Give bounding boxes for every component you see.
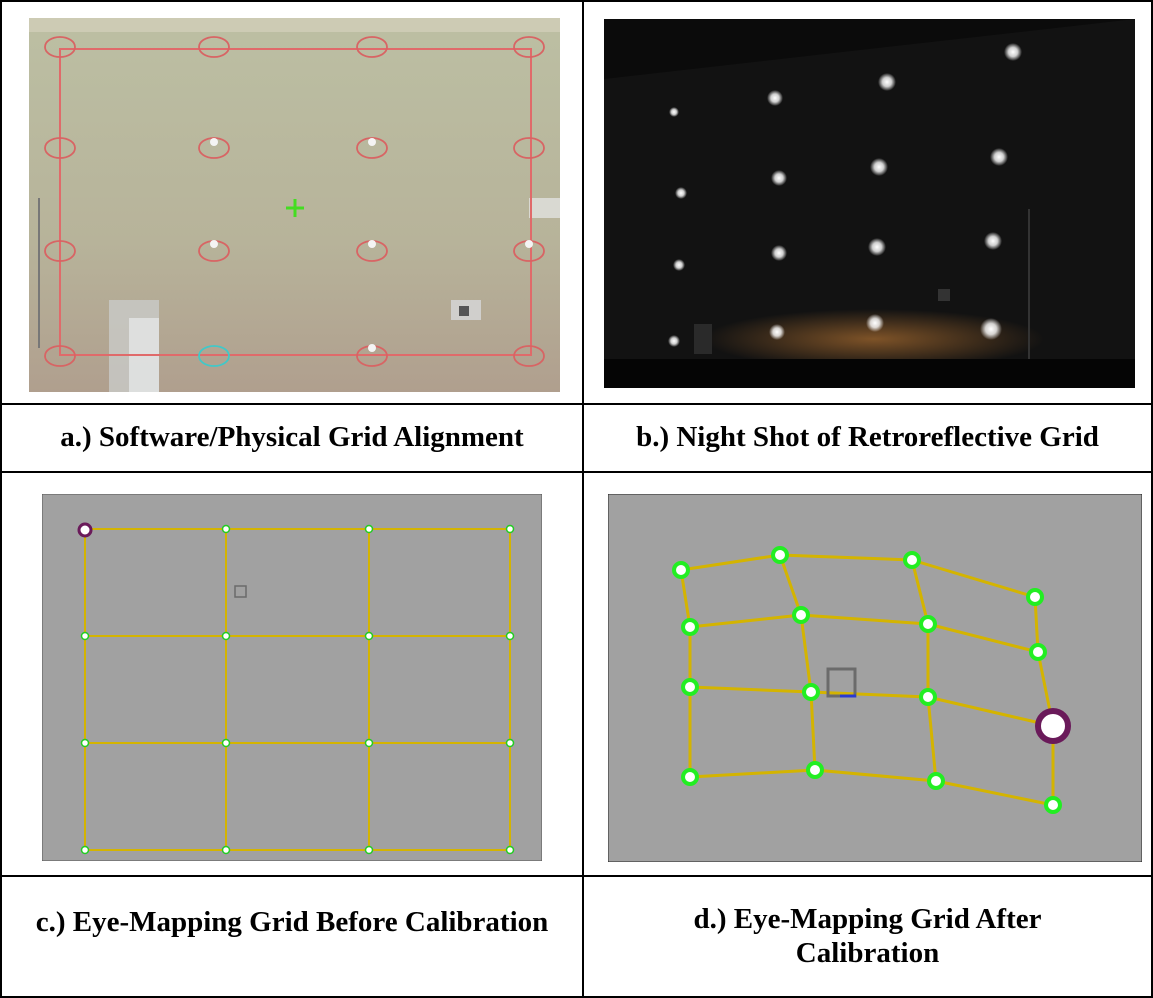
- table-border-row2: [0, 471, 1153, 473]
- table-border-top: [0, 0, 1153, 2]
- panel-d-image: [608, 494, 1142, 862]
- caption-d: d.) Eye-Mapping Grid After Calibration: [693, 903, 1042, 969]
- table-border-left: [0, 0, 2, 998]
- caption-b: b.) Night Shot of Retroreflective Grid: [636, 421, 1099, 454]
- panel-a-image: [29, 18, 560, 392]
- table-border-right: [1151, 0, 1153, 998]
- table-border-bottom: [0, 996, 1153, 998]
- table-border-row3: [0, 875, 1153, 877]
- table-border-row1: [0, 403, 1153, 405]
- table-border-middle: [582, 0, 584, 998]
- caption-c: c.) Eye-Mapping Grid Before Calibration: [35, 905, 549, 938]
- panel-b-image: [604, 19, 1135, 388]
- panel-c-image: [42, 494, 542, 861]
- caption-a: a.) Software/Physical Grid Alignment: [60, 421, 524, 454]
